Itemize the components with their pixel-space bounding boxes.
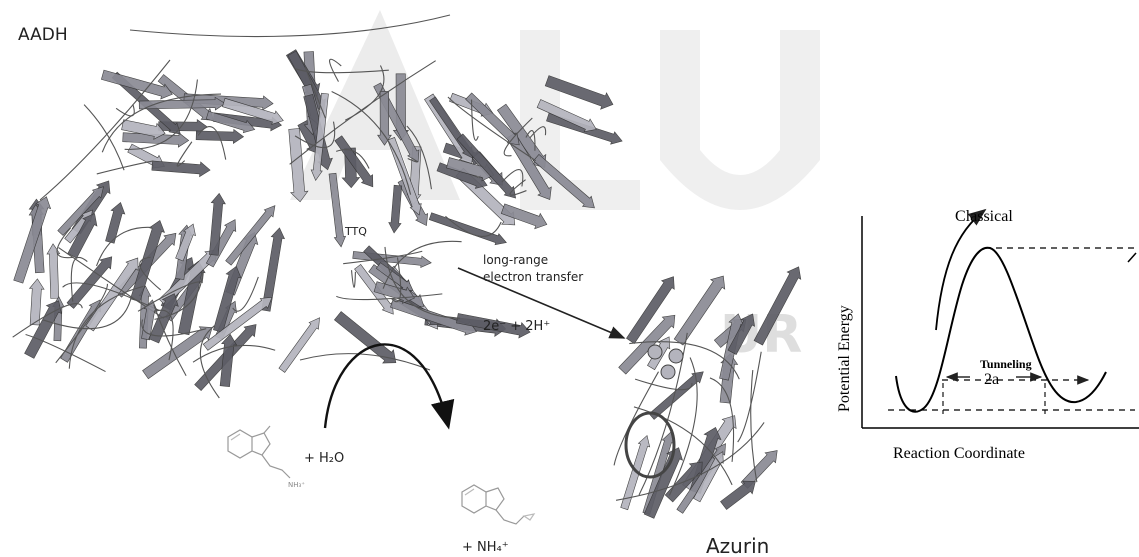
energy-diagram: Classical Tunneling 2a Potential Energy … xyxy=(836,208,1139,462)
cofactor-label: TTQ xyxy=(344,225,367,238)
y-axis-label: Potential Energy xyxy=(836,305,853,412)
product-ammonium-label: + NH₄⁺ xyxy=(462,540,509,555)
azurin-label: Azurin xyxy=(706,534,769,557)
product-molecule xyxy=(462,485,534,524)
reactant-amine-label: NH₃⁺ xyxy=(288,481,305,489)
classical-path-arrow xyxy=(936,210,985,330)
x-axis-label: Reaction Coordinate xyxy=(893,445,1025,462)
width-label: 2a xyxy=(984,371,999,388)
classical-label: Classical xyxy=(955,208,1013,225)
enzyme-label: AADH xyxy=(18,25,68,45)
reactant-molecule xyxy=(228,426,290,478)
reactant-water-label: + H₂O xyxy=(304,451,344,466)
potential-energy-curve xyxy=(896,248,1106,412)
et-label-line1: long-range xyxy=(483,253,548,267)
et-charges-label: 2e⁻ + 2H⁺ xyxy=(483,319,550,334)
right-edge-arrow xyxy=(1128,253,1136,262)
et-label-line2: electron transfer xyxy=(483,270,583,284)
tunneling-label: Tunneling xyxy=(980,357,1032,371)
watermark: UR xyxy=(290,10,820,365)
